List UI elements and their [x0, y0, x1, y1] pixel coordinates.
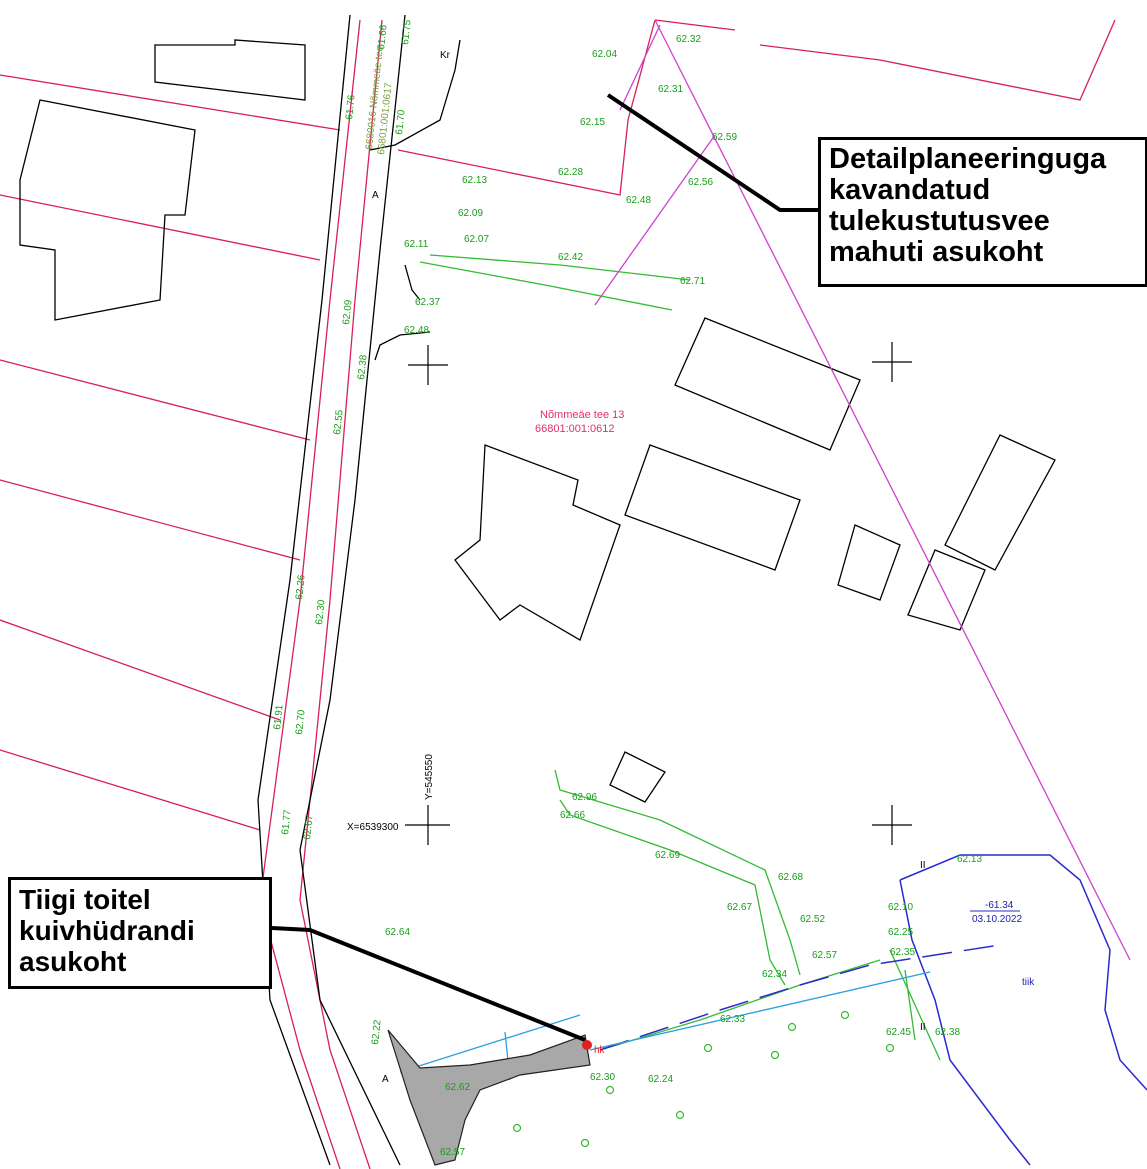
svg-text:62.13: 62.13 [462, 175, 487, 186]
callout-line: kuivhüdrandi [19, 915, 195, 946]
tank-location-callout: Detailplaneeringuga kavandatud tulekustu… [818, 137, 1147, 287]
building [154, 39, 306, 101]
svg-text:62.48: 62.48 [626, 195, 651, 206]
hydrant-location-callout: Tiigi toitel kuivhüdrandi asukoht [8, 877, 272, 989]
svg-text:62.37: 62.37 [415, 297, 440, 308]
parcel-name: Nõmmeäe tee 13 [540, 409, 624, 421]
svg-text:62.11: 62.11 [404, 239, 429, 250]
svg-text:62.28: 62.28 [558, 167, 583, 178]
svg-text:62.55: 62.55 [332, 409, 346, 435]
svg-text:62.59: 62.59 [712, 132, 737, 143]
svg-text:62.38: 62.38 [935, 1027, 960, 1038]
svg-text:62.52: 62.52 [800, 914, 825, 925]
road-elevation-labels: 61.76 61.75 61.66 61.70 62.09 62.38 62.5… [272, 19, 414, 1045]
svg-text:62.69: 62.69 [655, 850, 680, 861]
svg-text:62.66: 62.66 [560, 810, 585, 821]
svg-text:62.26: 62.26 [294, 574, 308, 600]
svg-text:62.68: 62.68 [778, 872, 803, 883]
svg-text:62.22: 62.22 [370, 1019, 384, 1045]
pipe-lines [594, 19, 1131, 961]
svg-text:62.96: 62.96 [572, 792, 597, 803]
svg-text:62.33: 62.33 [720, 1014, 745, 1025]
svg-text:62.71: 62.71 [680, 276, 705, 287]
elevation-labels: 62.32 62.04 62.31 62.15 62.59 62.56 62.1… [385, 34, 982, 1158]
building [454, 444, 621, 641]
building [837, 524, 901, 601]
svg-text:62.10: 62.10 [888, 902, 913, 913]
svg-text:62.56: 62.56 [688, 177, 713, 188]
gravel-area [387, 1029, 591, 1166]
building [624, 444, 801, 571]
svg-text:62.70: 62.70 [294, 709, 308, 735]
terrain-contours [419, 254, 941, 1061]
svg-text:62.30: 62.30 [590, 1072, 615, 1083]
svg-text:62.13: 62.13 [957, 854, 982, 865]
callout-line: kavandatud [829, 174, 991, 206]
svg-text:61.77: 61.77 [280, 809, 294, 835]
svg-text:62.04: 62.04 [592, 49, 617, 60]
pond-date: 03.10.2022 [972, 914, 1022, 925]
svg-text:62.62: 62.62 [445, 1082, 470, 1093]
a-marker-top: A [372, 190, 379, 201]
parcel-code: 66801:001:0612 [535, 423, 615, 435]
svg-text:62.07: 62.07 [464, 234, 489, 245]
svg-text:62.32: 62.32 [676, 34, 701, 45]
x-coordinate: X=6539300 [347, 822, 399, 833]
pond-label: tiik [1022, 977, 1035, 988]
svg-text:62.24: 62.24 [648, 1074, 673, 1085]
roman-marker-1: II [920, 860, 926, 871]
svg-text:62.09: 62.09 [458, 208, 483, 219]
svg-text:62.15: 62.15 [580, 117, 605, 128]
a-marker-bottom: A [382, 1074, 389, 1085]
svg-text:62.45: 62.45 [886, 1027, 911, 1038]
svg-text:62.31: 62.31 [658, 84, 683, 95]
building [609, 751, 666, 803]
svg-text:62.67: 62.67 [302, 814, 316, 840]
pond-outline [899, 854, 1147, 1166]
svg-text:61.75: 61.75 [400, 19, 414, 45]
svg-text:62.57: 62.57 [812, 950, 837, 961]
tree-markers [512, 1010, 895, 1148]
kr-marker: Kr [440, 50, 451, 61]
callout-leaders [271, 93, 822, 1042]
svg-text:61.70: 61.70 [394, 109, 408, 135]
grid-crosshairs [405, 342, 912, 845]
road-edges [257, 14, 461, 1166]
y-coordinate: Y=545550 [424, 754, 435, 800]
svg-text:61.66: 61.66 [376, 24, 390, 50]
svg-text:62.34: 62.34 [762, 969, 787, 980]
building [674, 317, 861, 451]
svg-text:62.48: 62.48 [404, 325, 429, 336]
callout-line: asukoht [19, 946, 127, 977]
svg-text:62.30: 62.30 [314, 599, 328, 625]
building [907, 549, 986, 631]
svg-text:62.35: 62.35 [890, 947, 915, 958]
svg-text:62.25: 62.25 [888, 927, 913, 938]
pond-level: -61.34 [985, 900, 1014, 911]
svg-text:61.76: 61.76 [344, 94, 358, 120]
callout-line: tulekustutusvee [829, 205, 1050, 237]
svg-text:62.38: 62.38 [356, 354, 370, 380]
buildings [19, 39, 1056, 803]
callout-line: Detailplaneeringuga [829, 143, 1107, 175]
parcel-boundaries [0, 19, 1116, 1169]
building [19, 99, 196, 321]
hydrant-label: hk [594, 1045, 606, 1056]
callout-line: mahuti asukoht [829, 236, 1044, 268]
svg-text:61.91: 61.91 [272, 704, 286, 730]
callout-line: Tiigi toitel [19, 884, 151, 915]
roman-marker-2: II [920, 1022, 926, 1033]
svg-text:62.57: 62.57 [440, 1147, 465, 1158]
building [944, 434, 1056, 571]
svg-text:62.64: 62.64 [385, 927, 410, 938]
hydrant-marker [582, 1040, 592, 1050]
pond-dash [599, 944, 1001, 1051]
svg-text:62.09: 62.09 [341, 299, 355, 325]
svg-text:62.42: 62.42 [558, 252, 583, 263]
svg-text:62.67: 62.67 [727, 902, 752, 913]
